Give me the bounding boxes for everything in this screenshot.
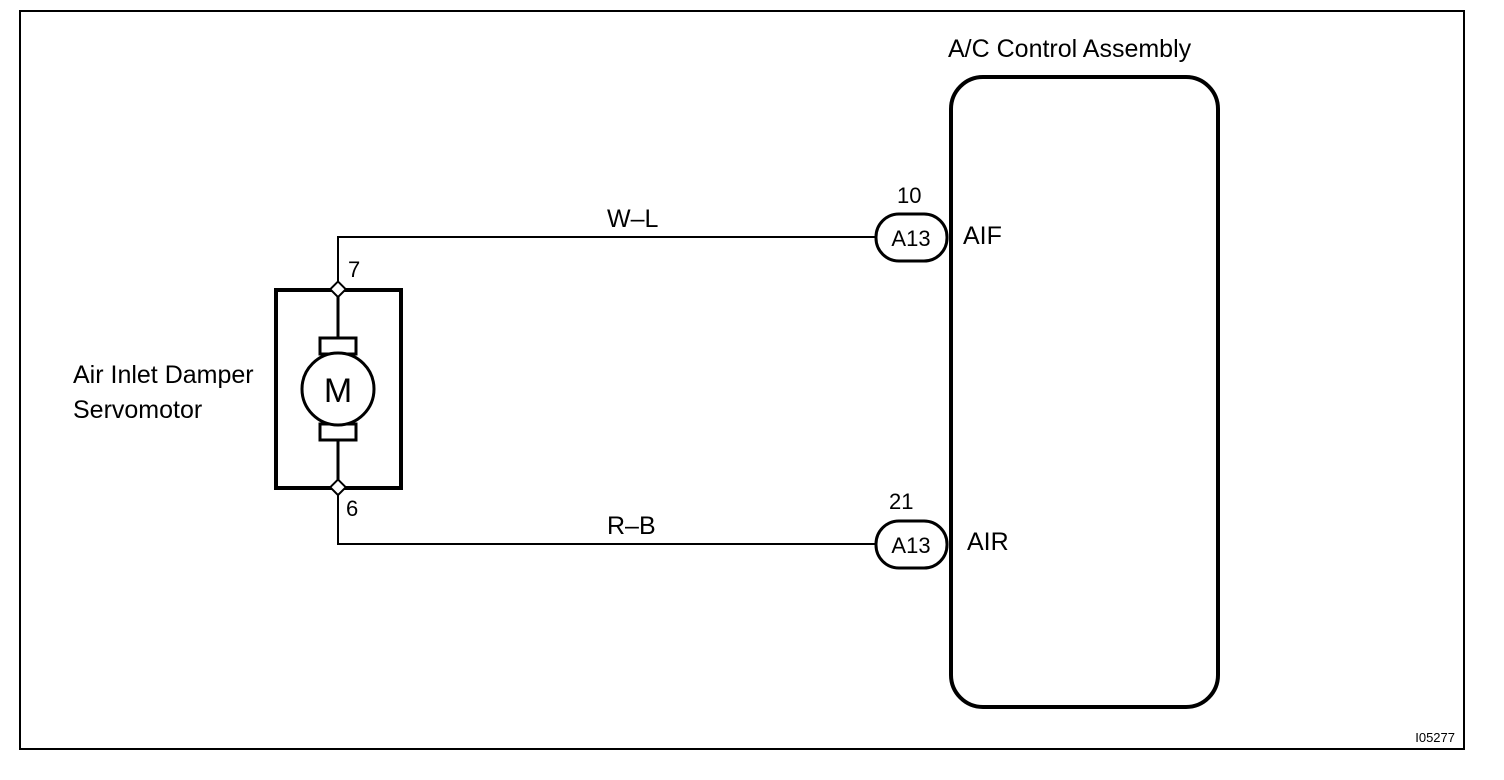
connector-a13-bottom [874,519,949,570]
control-assembly-title: A/C Control Assembly [948,35,1192,63]
pin-node-7 [328,280,348,299]
terminal-aif: AIF [963,222,1002,250]
connector-label-bottom: A13 [891,533,930,558]
servomotor-label-line1: Air Inlet Damper [73,361,254,389]
wire-color-rb: R–B [607,512,656,540]
control-assembly-box [949,75,1220,709]
diagram-frame [19,10,1465,750]
pin-number-6: 6 [346,496,358,521]
pin-node-6 [328,478,348,497]
connector-label-top: A13 [891,226,930,251]
motor-symbol: M [324,372,352,410]
wire-rb [337,488,875,545]
wire-wl [337,236,875,290]
figure-code: I05277 [1415,730,1455,745]
wire-color-wl: W–L [607,205,659,233]
pin-number-21: 21 [889,489,913,514]
servomotor-label-line2: Servomotor [73,396,202,424]
motor-circle [300,351,376,427]
pin-number-10: 10 [897,183,921,208]
connector-a13-top [874,212,949,263]
pin-number-7: 7 [348,257,360,282]
terminal-air: AIR [967,528,1009,556]
